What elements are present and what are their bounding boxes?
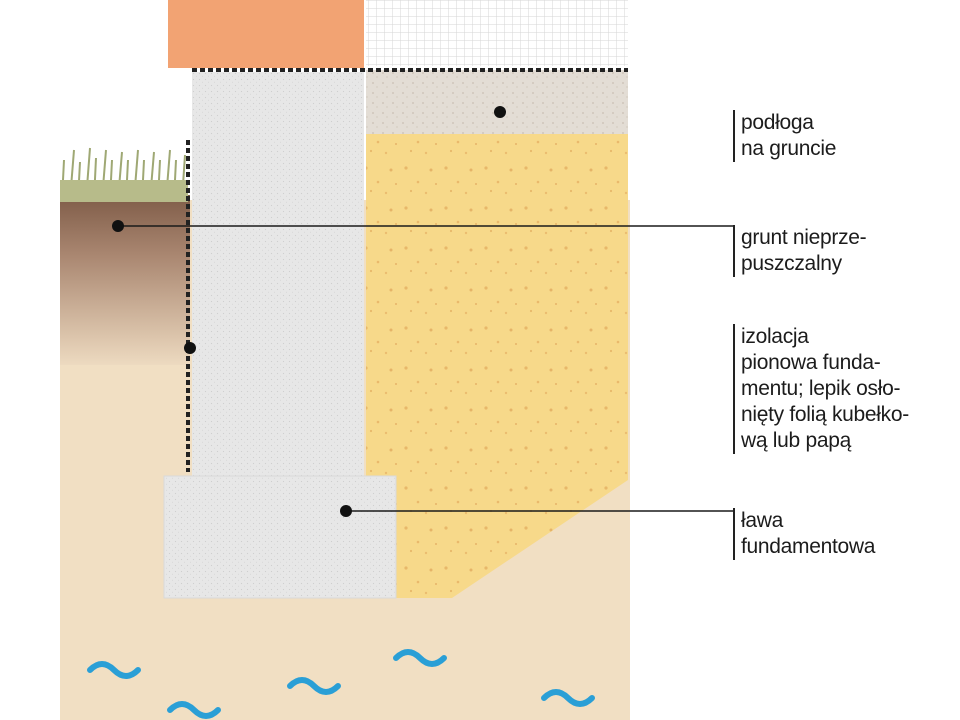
label-floor: podłoga na gruncie [733, 110, 836, 162]
label-soil-line-1: grunt nieprze- [741, 226, 867, 249]
wave-icon [393, 649, 447, 667]
foundation-wall [192, 72, 364, 476]
foundation-footing [163, 475, 397, 599]
leader-dots [112, 106, 506, 517]
sand-fill [366, 134, 628, 598]
label-insulation-line-4: nięty folią kubełko- [741, 403, 909, 426]
wave-icon [541, 689, 595, 707]
label-footing-line-2: fundamentowa [741, 535, 876, 558]
floor-finish-layer [366, 0, 628, 66]
leader-lines [118, 225, 733, 512]
dot-floor [494, 106, 506, 118]
label-floor-line-1: podłoga [741, 111, 814, 134]
wave-icon [87, 661, 141, 679]
label-soil: grunt nieprze- puszczalny [733, 225, 867, 277]
label-insulation: izolacja pionowa funda- mentu; lepik osł… [733, 324, 909, 454]
dot-insulation [184, 342, 196, 354]
grass-band [60, 180, 188, 202]
brick-wall [168, 0, 364, 68]
label-soil-line-2: puszczalny [741, 252, 842, 275]
label-footing: ława fundamentowa [733, 508, 875, 560]
label-floor-line-2: na gruncie [741, 137, 837, 160]
wave-icon [287, 677, 341, 695]
label-footing-line-1: ława [741, 509, 783, 532]
dot-soil [112, 220, 124, 232]
floor-slab [366, 70, 628, 134]
topsoil-layer [60, 195, 190, 365]
label-insulation-line-2: pionowa funda- [741, 351, 881, 374]
groundwater [87, 649, 595, 719]
wave-icon [167, 701, 221, 719]
label-insulation-line-3: mentu; lepik osło- [741, 377, 901, 400]
label-insulation-line-5: wą lub papą [741, 429, 851, 452]
dot-footing [340, 505, 352, 517]
label-insulation-line-1: izolacja [741, 325, 809, 348]
